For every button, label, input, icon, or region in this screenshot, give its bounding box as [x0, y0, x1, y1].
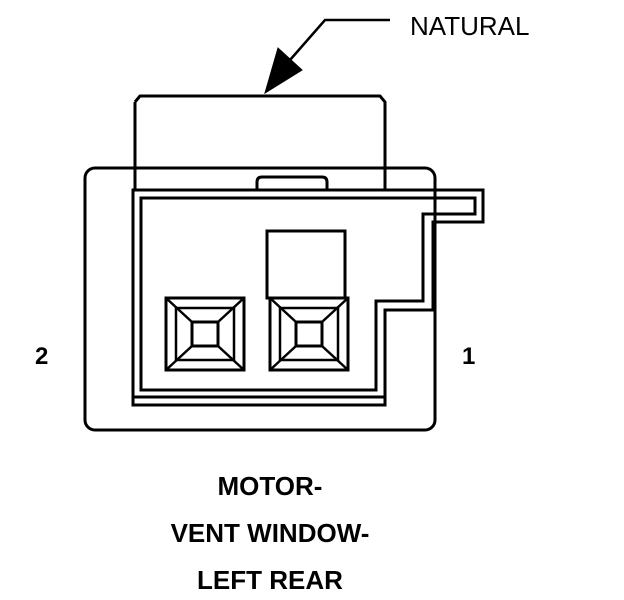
caption-line-3: LEFT REAR: [197, 565, 343, 595]
callout-arrowhead: [264, 47, 303, 95]
connector-bump: [255, 175, 329, 190]
pin-cavity-1: [268, 296, 350, 372]
pin-label-1: 1: [462, 343, 475, 370]
caption-line-1: MOTOR-: [218, 471, 323, 501]
pin-label-2: 2: [35, 343, 48, 370]
connector-housing: [83, 166, 437, 432]
connector-latch: [133, 94, 387, 190]
callout-leader-line: [289, 18, 390, 61]
connector-body-inner: [139, 196, 477, 392]
connector-body-outer: [131, 188, 485, 407]
callout-label: NATURAL: [410, 11, 529, 41]
caption-line-2: VENT WINDOW-: [171, 518, 370, 548]
pin-cavity-2: [164, 296, 246, 372]
connector-key: [265, 229, 347, 300]
